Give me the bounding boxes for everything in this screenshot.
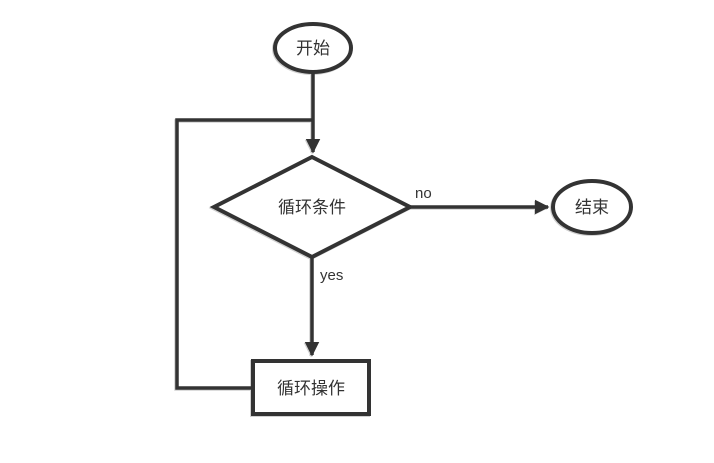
edge-label-no: no (415, 185, 432, 202)
condition-node (209, 154, 415, 260)
start-node-label: 开始 (296, 39, 330, 58)
end-node (551, 179, 633, 235)
operation-node (251, 359, 371, 416)
edge-label-yes: yes (320, 267, 343, 284)
edge-operation-loopback (175, 118, 312, 390)
operation-node-label: 循环操作 (277, 379, 345, 398)
condition-node-label: 循环条件 (278, 198, 346, 217)
start-node (273, 22, 353, 74)
end-node-label: 结束 (575, 198, 609, 217)
